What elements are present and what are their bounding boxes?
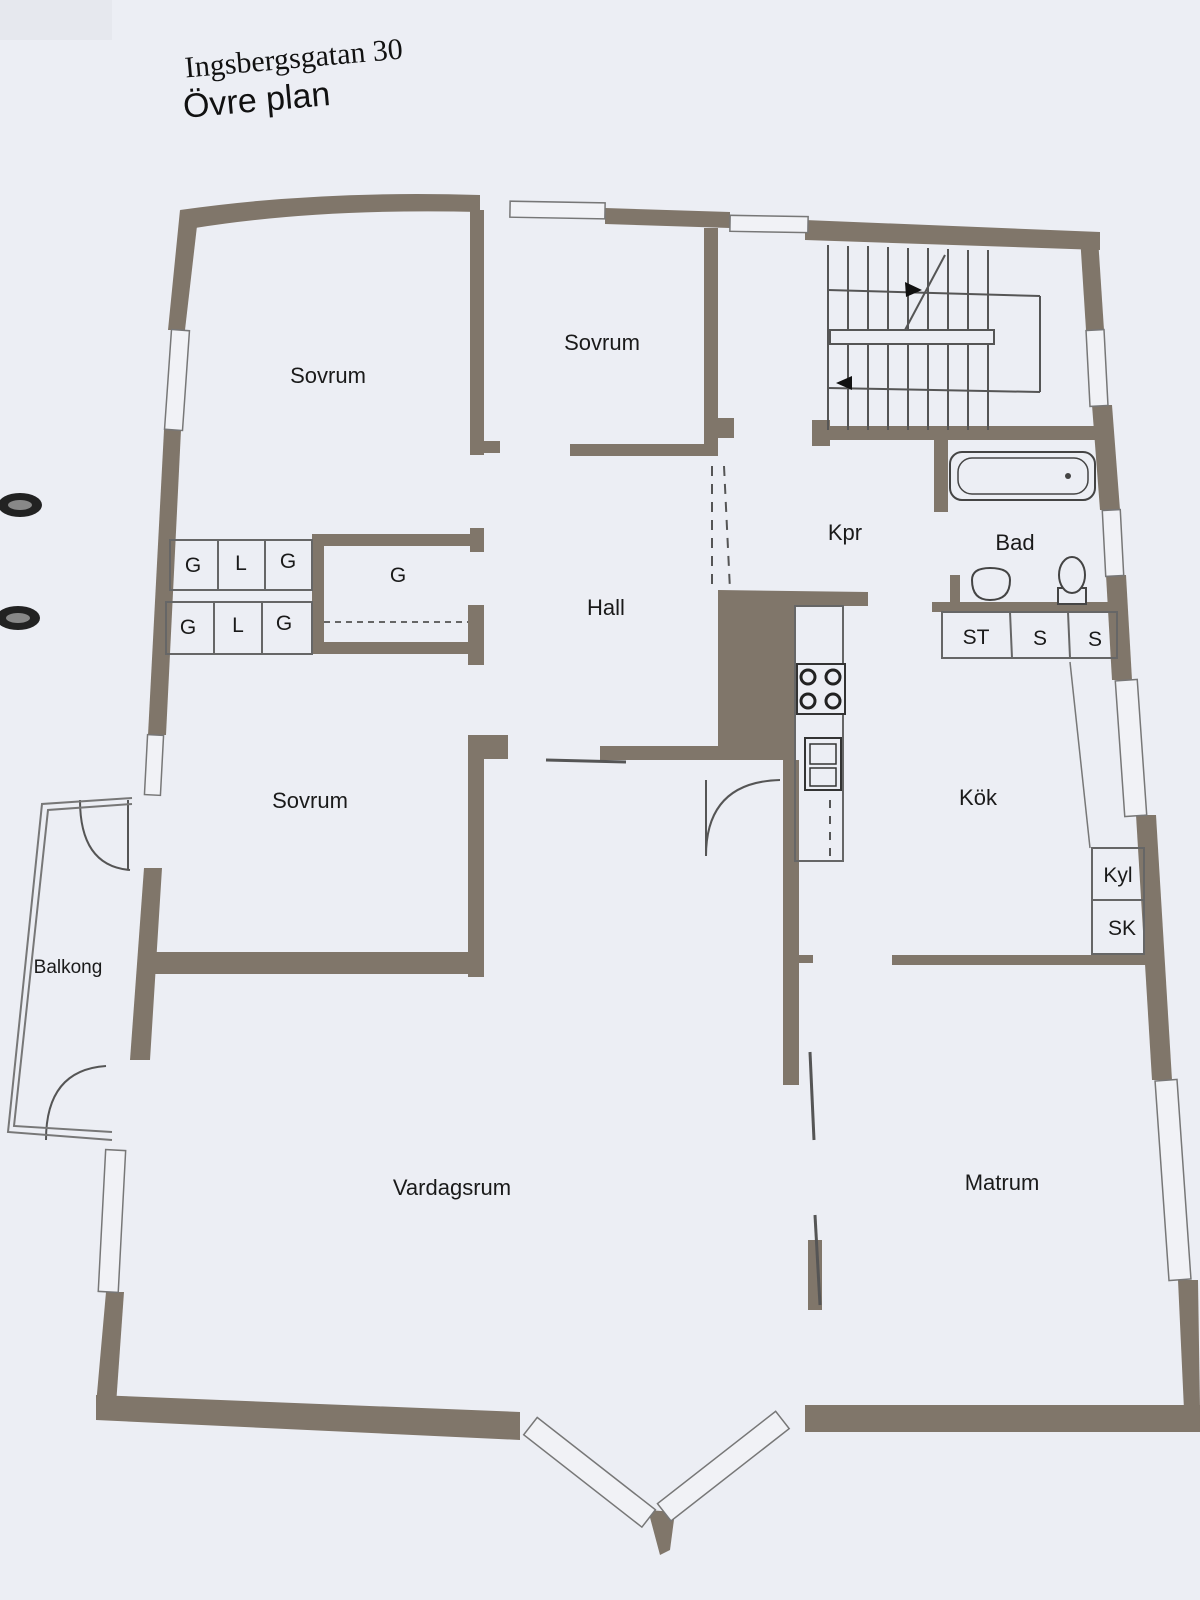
kyl-label: Kyl <box>1103 864 1132 887</box>
room-balkong: Balkong <box>34 957 103 978</box>
room-sovrum-1: Sovrum <box>290 363 366 388</box>
room-sovrum-2: Sovrum <box>564 330 640 355</box>
room-kpr: Kpr <box>828 520 862 545</box>
storage-closet: G <box>390 564 406 587</box>
storage-cabinets <box>165 539 468 655</box>
storage-bottom-3: G <box>276 612 292 635</box>
storage-bottom-2: L <box>232 614 244 637</box>
washbasin <box>970 566 1012 602</box>
room-bad: Bad <box>995 530 1034 555</box>
storage-bottom-1: G <box>180 616 196 639</box>
room-vardagsrum: Vardagsrum <box>393 1175 511 1200</box>
doors <box>45 465 822 1306</box>
cabinet-st: ST <box>963 626 990 649</box>
staircase <box>827 245 1041 430</box>
bathtub <box>949 451 1096 501</box>
cabinet-s1: S <box>1033 627 1047 650</box>
storage-top-3: G <box>280 550 296 573</box>
balcony <box>6 797 133 1141</box>
sk-label: SK <box>1108 917 1136 940</box>
cabinet-s2: S <box>1088 628 1102 651</box>
storage-top-2: L <box>235 552 247 575</box>
kitchen-counter <box>794 605 846 862</box>
toilet <box>1057 556 1087 605</box>
walls <box>96 194 1200 1555</box>
bath-cabinets: ST S S <box>941 611 1118 659</box>
room-matrum: Matrum <box>965 1170 1040 1195</box>
room-sovrum-3: Sovrum <box>272 788 348 813</box>
room-hall: Hall <box>587 595 625 620</box>
storage-top-1: G <box>185 554 201 577</box>
binder-rings <box>0 493 42 630</box>
fridge-and-cabinet: Kyl SK <box>1091 847 1145 955</box>
windows <box>97 200 1192 1529</box>
room-kok: Kök <box>959 785 998 810</box>
